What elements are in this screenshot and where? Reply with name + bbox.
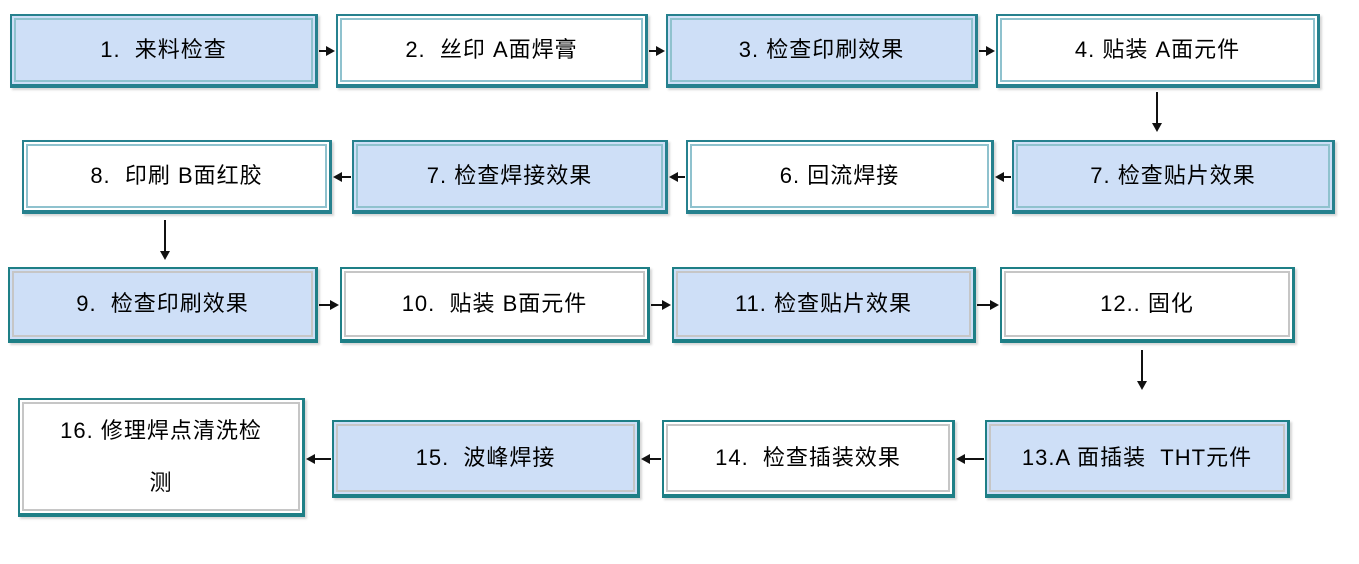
arrow-head (641, 454, 650, 464)
arrow-left-icon (333, 171, 351, 183)
box-inner-frame: 9. 检查印刷效果 (12, 271, 313, 337)
step-8-print-b-side-red-glue: 8. 印刷 B面红胶 (22, 140, 332, 214)
arrow-down-icon (158, 220, 172, 260)
step-13-insert-a-side-tht: 13.A 面插装 THT元件 (985, 420, 1290, 498)
arrow-head (662, 300, 671, 310)
arrow-shaft (977, 304, 990, 306)
arrow-shaft (164, 220, 166, 251)
flow-step-label: 9. 检查印刷效果 (76, 291, 249, 317)
arrow-shaft (319, 50, 326, 52)
flow-step-label: 3. 检查印刷效果 (738, 37, 905, 63)
flow-step-label: 6. 回流焊接 (779, 163, 900, 189)
arrow-left-icon (306, 453, 331, 465)
flow-step-label: 10. 贴装 B面元件 (401, 291, 588, 317)
flow-step-label: 4. 贴装 A面元件 (1074, 37, 1241, 63)
box-inner-frame: 2. 丝印 A面焊膏 (340, 18, 643, 82)
arrow-shaft (319, 304, 330, 306)
arrow-shaft (651, 304, 662, 306)
arrow-right-icon (977, 299, 999, 311)
arrow-shaft (1156, 92, 1158, 123)
step-3-inspect-print-quality: 3. 检查印刷效果 (666, 14, 978, 88)
arrow-shaft (650, 458, 661, 460)
arrow-shaft (315, 458, 331, 460)
arrow-shaft (342, 176, 351, 178)
box-inner-frame: 16. 修理焊点清洗检 测 (22, 402, 300, 511)
arrow-shaft (678, 176, 685, 178)
flow-step-label: 15. 波峰焊接 (415, 445, 556, 471)
step-9-inspect-print-quality: 9. 检查印刷效果 (8, 267, 318, 343)
arrow-down-icon (1150, 92, 1164, 132)
arrow-shaft (965, 458, 984, 460)
arrow-right-icon (979, 45, 995, 57)
flow-step-label: 8. 印刷 B面红胶 (90, 163, 263, 189)
arrow-head (333, 172, 342, 182)
flow-step-label: 14. 检查插装效果 (715, 445, 901, 471)
arrow-right-icon (319, 45, 335, 57)
step-16-repair-clean-inspect: 16. 修理焊点清洗检 测 (18, 398, 305, 517)
box-inner-frame: 4. 贴装 A面元件 (1000, 18, 1315, 82)
arrow-head (330, 300, 339, 310)
box-inner-frame: 8. 印刷 B面红胶 (26, 144, 327, 208)
step-11-inspect-placement-quality: 11. 检查贴片效果 (672, 267, 976, 343)
arrow-shaft (1141, 350, 1143, 381)
arrow-head (995, 172, 1004, 182)
box-inner-frame: 1. 来料检查 (14, 18, 313, 82)
step-14-inspect-insertion-quality: 14. 检查插装效果 (662, 420, 955, 498)
arrow-right-icon (649, 45, 665, 57)
arrow-left-icon (956, 453, 984, 465)
step-10-place-b-side-components: 10. 贴装 B面元件 (340, 267, 650, 343)
arrow-head (669, 172, 678, 182)
step-4-place-a-side-components: 4. 贴装 A面元件 (996, 14, 1320, 88)
step-1-incoming-inspection: 1. 来料检查 (10, 14, 318, 88)
arrow-left-icon (995, 171, 1011, 183)
box-inner-frame: 13.A 面插装 THT元件 (989, 424, 1285, 492)
arrow-left-icon (669, 171, 685, 183)
box-inner-frame: 7. 检查焊接效果 (356, 144, 663, 208)
box-inner-frame: 14. 检查插装效果 (666, 424, 950, 492)
arrow-head (306, 454, 315, 464)
arrow-head (326, 46, 335, 56)
step-15-wave-soldering: 15. 波峰焊接 (332, 420, 640, 498)
arrow-head (986, 46, 995, 56)
arrow-head (160, 251, 170, 260)
flow-step-label: 13.A 面插装 THT元件 (1021, 445, 1253, 471)
arrow-shaft (1004, 176, 1011, 178)
flow-step-label: 11. 检查贴片效果 (734, 291, 913, 317)
arrow-shaft (649, 50, 656, 52)
flow-step-label: 1. 来料检查 (100, 37, 227, 63)
step-7-inspect-solder-quality: 7. 检查焊接效果 (352, 140, 668, 214)
arrow-head (990, 300, 999, 310)
flow-step-label: 7. 检查焊接效果 (426, 163, 593, 189)
flow-step-label: 7. 检查贴片效果 (1090, 163, 1256, 189)
arrow-left-icon (641, 453, 661, 465)
arrow-down-icon (1135, 350, 1149, 390)
box-inner-frame: 12.. 固化 (1004, 271, 1290, 337)
flow-step-label: 2. 丝印 A面焊膏 (405, 37, 578, 63)
arrow-shaft (979, 50, 986, 52)
box-inner-frame: 7. 检查贴片效果 (1016, 144, 1330, 208)
flow-step-label: 16. 修理焊点清洗检 测 (60, 417, 262, 495)
step-7-inspect-placement-quality: 7. 检查贴片效果 (1012, 140, 1335, 214)
box-inner-frame: 15. 波峰焊接 (336, 424, 635, 492)
arrow-head (956, 454, 965, 464)
arrow-right-icon (319, 299, 339, 311)
box-inner-frame: 10. 贴装 B面元件 (344, 271, 645, 337)
arrow-head (1137, 381, 1147, 390)
step-6-reflow-soldering: 6. 回流焊接 (686, 140, 994, 214)
box-inner-frame: 11. 检查贴片效果 (676, 271, 971, 337)
step-2-print-a-side-solder-paste: 2. 丝印 A面焊膏 (336, 14, 648, 88)
box-inner-frame: 3. 检查印刷效果 (670, 18, 973, 82)
flow-step-label: 12.. 固化 (1100, 291, 1194, 317)
arrow-head (656, 46, 665, 56)
box-inner-frame: 6. 回流焊接 (690, 144, 989, 208)
step-12-curing: 12.. 固化 (1000, 267, 1295, 343)
arrow-right-icon (651, 299, 671, 311)
arrow-head (1152, 123, 1162, 132)
